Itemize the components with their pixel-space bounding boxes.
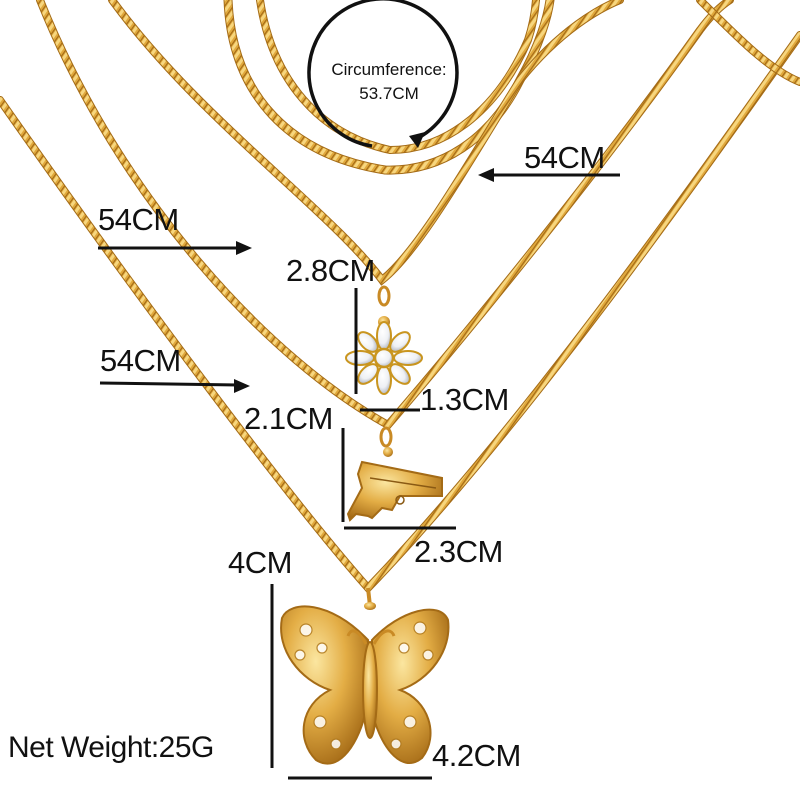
circumference-circle bbox=[307, 0, 459, 148]
star-height-label: 2.8CM bbox=[286, 253, 375, 288]
butterfly-height-label: 4CM bbox=[228, 545, 292, 580]
chains bbox=[0, 0, 800, 594]
net-weight-label: Net Weight:25G bbox=[8, 731, 214, 764]
circumference-annotation: Circumference: 53.7CM bbox=[314, 58, 464, 106]
gun-height-label: 2.1CM bbox=[244, 401, 333, 436]
circumference-value: 53.7CM bbox=[359, 84, 419, 103]
chain-length-left-lower-label: 54CM bbox=[100, 343, 181, 378]
chain-length-left-upper-label: 54CM bbox=[98, 202, 179, 237]
gun-width-label: 2.3CM bbox=[414, 534, 503, 569]
butterfly-width-label: 4.2CM bbox=[432, 738, 521, 773]
butterfly-pendant bbox=[280, 587, 450, 765]
dimension-lines bbox=[98, 168, 620, 780]
star-width-label: 1.3CM bbox=[420, 382, 509, 417]
circumference-label: Circumference: bbox=[331, 60, 447, 79]
chain-butterfly bbox=[0, 31, 800, 594]
gun-pendant bbox=[346, 426, 443, 522]
star-pendant bbox=[345, 285, 423, 395]
chain-length-right-label: 54CM bbox=[524, 140, 605, 175]
